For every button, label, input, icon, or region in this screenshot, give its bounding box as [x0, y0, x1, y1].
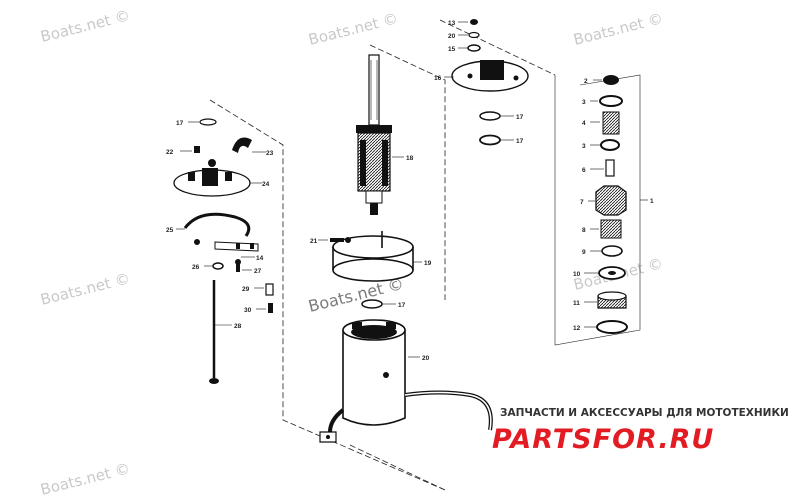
watermark: Boats.net ©: [307, 9, 400, 49]
washer-part: [479, 111, 501, 121]
nut-part: [603, 75, 619, 85]
callout-number: 21: [310, 238, 318, 245]
washer-part: [601, 245, 623, 257]
callout-number: 19: [424, 260, 432, 267]
callout-number: 3: [582, 143, 586, 150]
callout-labels: 17 22 23 24 25 14 26 27 29 30 28 18 21 1…: [166, 20, 654, 362]
callout-number: 2: [584, 78, 588, 85]
callout-number: 14: [256, 255, 264, 262]
drive-assembly: [584, 75, 648, 334]
washer-part: [199, 118, 217, 126]
callout-number: 25: [166, 227, 174, 234]
retaining-ring-part: [183, 212, 251, 237]
callout-number: 30: [244, 307, 252, 314]
clip-part: [265, 283, 274, 296]
end-plate-assembly: [173, 118, 274, 384]
callout-number: 22: [166, 149, 174, 156]
brand-tagline: ЗАПЧАСТИ И АКСЕССУАРЫ ДЛЯ МОТОТЕХНИКИ: [500, 407, 789, 419]
callout-number: 12: [573, 325, 581, 332]
callout-number: 9: [582, 249, 586, 256]
pinion-gear-part: [595, 185, 627, 216]
callout-number: 24: [262, 181, 270, 188]
callout-number: 18: [406, 155, 414, 162]
watermark: Boats.net ©: [39, 6, 132, 46]
washer-part: [361, 299, 383, 309]
callout-number: 16: [434, 75, 442, 82]
callout-number: 17: [516, 114, 524, 121]
callout-number: 17: [176, 120, 184, 127]
screw-part: [194, 146, 200, 153]
callout-number: 23: [266, 150, 274, 157]
callout-number: 8: [582, 227, 586, 234]
washer-part: [479, 134, 501, 146]
callout-number: 7: [580, 199, 584, 206]
thrust-washer-part: [596, 320, 628, 334]
brush-spring-part: [232, 137, 252, 153]
callout-number: 1: [650, 198, 654, 205]
armature-shaft-part: [368, 54, 380, 126]
callout-number: 6: [582, 167, 586, 174]
spring-part: [602, 111, 620, 135]
callout-number: 3: [582, 99, 586, 106]
cover-band-part: [332, 235, 414, 259]
callout-number: 27: [254, 268, 262, 275]
callout-number: 26: [192, 264, 200, 271]
callout-number: 10: [573, 271, 581, 278]
callout-number: 17: [398, 302, 406, 309]
cup-washer-part: [600, 139, 620, 151]
washer-part: [599, 95, 623, 107]
callout-number: 15: [448, 46, 456, 53]
callout-number: 29: [242, 286, 250, 293]
brand-logo: PARTSFOR.RU: [492, 424, 714, 455]
callout-number: 28: [234, 323, 242, 330]
watermark: Boats.net ©: [572, 9, 665, 49]
drive-end-assembly: [444, 19, 529, 146]
nut-part: [212, 262, 224, 270]
callout-number: 13: [448, 20, 456, 27]
callout-number: 4: [582, 120, 586, 127]
watermark: Boats.net ©: [39, 459, 132, 499]
assembly-frame-lines: [209, 19, 641, 491]
sleeve-part: [605, 159, 615, 177]
callout-number: 20: [448, 33, 456, 40]
armature-assembly: [318, 54, 493, 443]
callout-number: 20: [422, 355, 430, 362]
field-frame-part: [342, 330, 406, 426]
drive-sleeve-part: [600, 219, 622, 239]
watermark: Boats.net ©: [39, 269, 132, 309]
brand-block: ЗАПЧАСТИ И АКСЕССУАРЫ ДЛЯ МОТОТЕХНИКИ PA…: [492, 407, 789, 455]
callout-number: 11: [573, 300, 580, 307]
callout-number: 17: [516, 138, 524, 145]
